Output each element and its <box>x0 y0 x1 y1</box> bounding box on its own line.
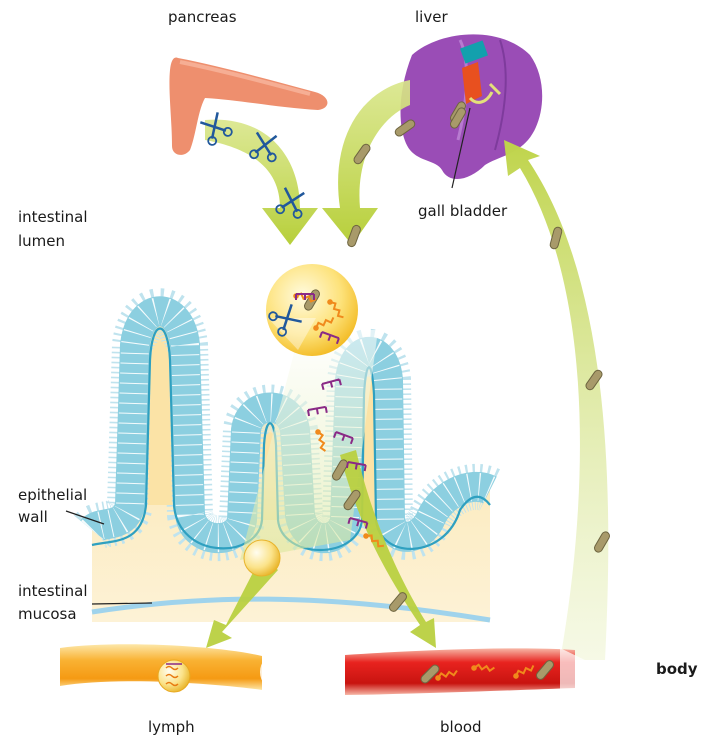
chylomicron-ball <box>244 540 280 576</box>
gall-bladder-label: gall bladder <box>418 200 507 222</box>
lymph-label: lymph <box>148 716 195 738</box>
intestinal-lumen-label-line1: intestinal <box>18 206 88 228</box>
pancreas-label: pancreas <box>168 6 237 28</box>
liver-label: liver <box>415 6 448 28</box>
chylomicron-icon <box>158 660 190 692</box>
epithelial-wall-label-line2: wall <box>18 506 48 528</box>
blood-label: blood <box>440 716 482 738</box>
lymph-vessel <box>60 644 292 692</box>
intestinal-mucosa-label-line1: intestinal <box>18 580 88 602</box>
micelle-icon <box>266 264 358 356</box>
intestinal-lumen-label-line2: lumen <box>18 230 65 252</box>
intestinal-mucosa-label-line2: mucosa <box>18 603 77 625</box>
epithelial-wall-label-line1: epithelial <box>18 484 87 506</box>
body-label: body <box>656 658 698 680</box>
